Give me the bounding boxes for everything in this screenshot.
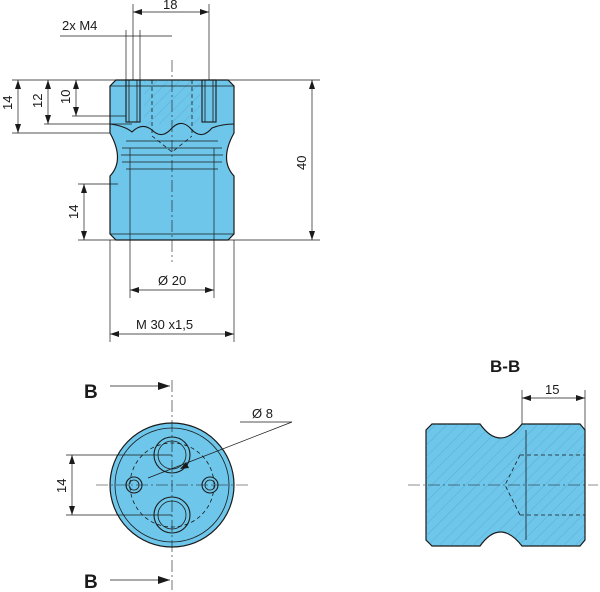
label-dia-20: Ø 20 bbox=[158, 273, 186, 288]
label-dim-10: 10 bbox=[58, 90, 73, 104]
label-hole-spacing: 18 bbox=[163, 0, 177, 12]
section-mark-bottom: B bbox=[84, 572, 98, 592]
label-dim-40: 40 bbox=[294, 156, 309, 170]
label-dia-8: Ø 8 bbox=[252, 406, 273, 421]
section-mark-top: B bbox=[84, 382, 98, 403]
section-title: B-B bbox=[490, 357, 520, 376]
label-dim-14-end: 14 bbox=[54, 479, 69, 493]
label-dim-12: 12 bbox=[30, 94, 45, 108]
label-dim-15: 15 bbox=[545, 382, 559, 397]
section-view: B-B 15 bbox=[408, 357, 598, 547]
top-view: B B Ø 8 14 bbox=[54, 380, 293, 592]
front-view: 2x M4 18 14 12 10 40 bbox=[0, 0, 320, 342]
label-thread-holes: 2x M4 bbox=[62, 18, 97, 33]
label-thread-main: M 30 x1,5 bbox=[136, 317, 193, 332]
label-dim-14-top: 14 bbox=[0, 96, 15, 110]
label-dim-14-bottom: 14 bbox=[66, 205, 81, 219]
section-view-hatch bbox=[426, 424, 585, 546]
